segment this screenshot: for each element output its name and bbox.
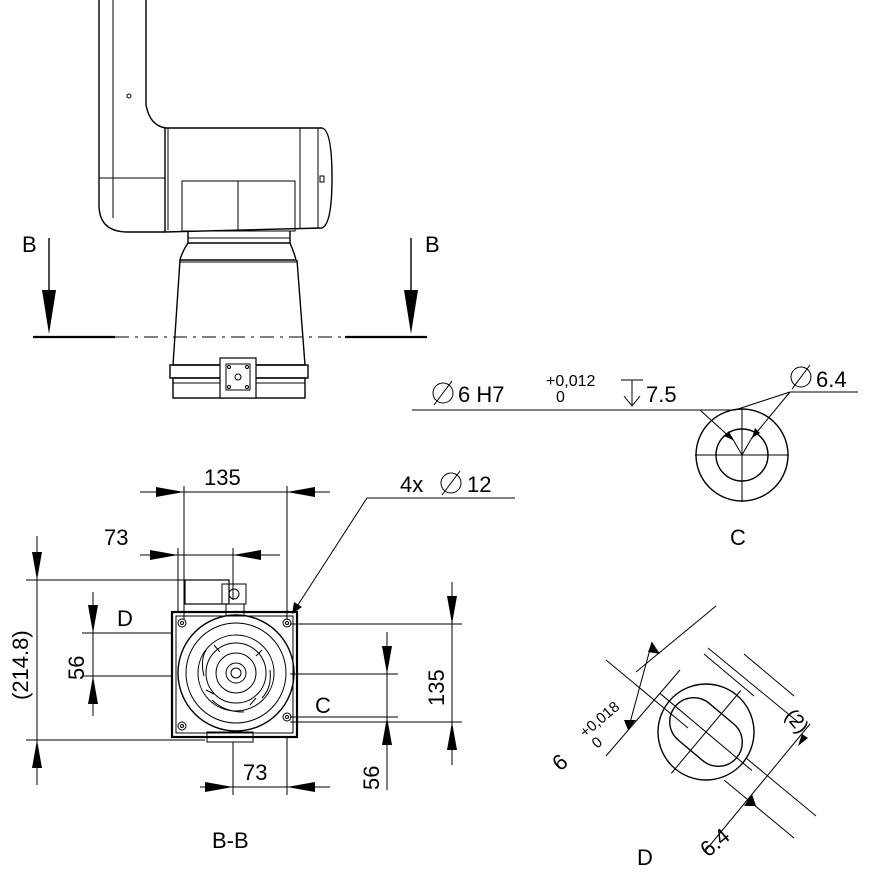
detail-d-ref-2: (2) xyxy=(780,705,813,738)
detail-d-width-6: 6 xyxy=(547,749,572,776)
section-b-b-view: 135 73 (214.8) 56 D 135 xyxy=(8,465,515,853)
section-label-right: B xyxy=(425,232,440,257)
detail-d-callout: D xyxy=(117,606,133,631)
detail-d-tol-lower: 0 xyxy=(589,734,606,752)
dim-56-right: 56 xyxy=(359,766,384,790)
dim-135-right: 135 xyxy=(424,669,449,706)
counterbore-dia-label: 6.4 xyxy=(816,367,847,392)
depth-label: 7.5 xyxy=(646,382,677,407)
detail-c-callout: C xyxy=(315,693,331,718)
hole-dia-label: 6 H7 xyxy=(458,382,504,407)
detail-d-width-6-4: 6.4 xyxy=(695,823,735,862)
section-label-left: B xyxy=(22,232,37,257)
detail-c-title: C xyxy=(730,525,746,550)
robot-side-view: B B xyxy=(22,0,440,399)
dim-73-bottom: 73 xyxy=(243,760,267,785)
detail-c: 6 H7 +0,012 0 7.5 6.4 C xyxy=(412,364,858,550)
detail-d-tol-upper: +0,018 xyxy=(577,698,623,741)
dim-214-8: (214.8) xyxy=(8,630,33,700)
detail-d xyxy=(605,605,817,851)
dim-135-top: 135 xyxy=(204,465,241,490)
dim-73-top: 73 xyxy=(104,525,128,550)
tolerance-upper: +0,012 xyxy=(546,373,595,390)
dim-56-left: 56 xyxy=(64,656,89,680)
hole-dia: 12 xyxy=(467,472,491,497)
tolerance-lower: 0 xyxy=(556,389,565,406)
hole-count: 4x xyxy=(400,472,423,497)
detail-d-title: D xyxy=(637,845,653,870)
section-title: B-B xyxy=(212,828,249,853)
